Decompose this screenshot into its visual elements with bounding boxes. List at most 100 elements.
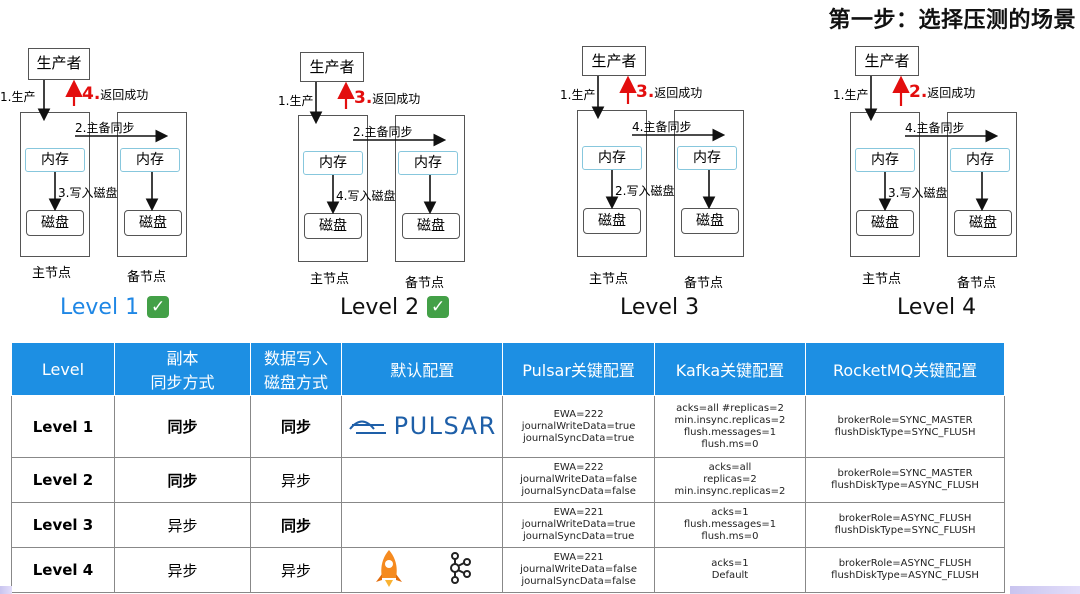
level-caption-3: Level 3 (620, 295, 699, 320)
config-line: brokerRole=ASYNC_FLUSH (838, 513, 972, 524)
flow-arrows (864, 75, 999, 212)
config-line: Default (711, 570, 749, 581)
cell-default-config (340, 502, 504, 548)
flow-arrows (591, 75, 726, 210)
return-text: 返回成功 (927, 86, 976, 100)
primary-memory-box: 内存 (25, 148, 85, 172)
return-text: 返回成功 (654, 86, 703, 100)
cell-disk-write: 异步 (250, 457, 342, 503)
backup-node-label: 备节点 (127, 270, 167, 285)
config-line: brokerRole=ASYNC_FLUSH (838, 558, 972, 569)
pulsar-wave-icon (348, 420, 386, 434)
return-success-label: 3.返回成功 (636, 82, 702, 102)
config-line: flushDiskType=ASYNC_FLUSH (831, 570, 979, 581)
return-step-number: 2. (909, 82, 928, 102)
cell-level: Level 1 (11, 395, 115, 458)
config-line: brokerRole=SYNC_MASTER (837, 414, 973, 426)
backup-disk-box: 磁盘 (954, 210, 1012, 236)
config-line: journalSyncData=false (521, 576, 636, 587)
level-caption-text: Level 2 (340, 295, 420, 320)
cell-replica-sync: 同步 (113, 457, 252, 503)
level-caption-text: Level 3 (620, 295, 700, 320)
config-line: journalSyncData=false (521, 486, 636, 497)
primary-memory-box: 内存 (855, 148, 915, 172)
check-icon: ✓ (147, 296, 170, 318)
config-line: flush.ms=0 (701, 438, 759, 450)
config-line: journalWriteData=false (520, 564, 638, 575)
return-step-number: 3. (354, 88, 373, 108)
write-disk-label: 4.写入磁盘 (336, 189, 396, 203)
config-line: flush.ms=0 (701, 531, 759, 542)
backup-disk-box: 磁盘 (124, 210, 182, 236)
config-line: journalWriteData=true (521, 519, 636, 530)
return-success-label: 4.返回成功 (82, 84, 148, 104)
config-line: replicas=2 (703, 474, 757, 485)
primary-disk-box: 磁盘 (304, 213, 362, 239)
config-line: journalSyncData=true (522, 432, 635, 444)
produce-label: 1.生产 (0, 90, 36, 104)
primary-memory-box: 内存 (582, 146, 642, 170)
primary-node-label: 主节点 (862, 272, 902, 287)
header-text: 副本 (166, 349, 199, 368)
write-disk-label: 2.写入磁盘 (615, 184, 675, 198)
sync-label: 2.主备同步 (75, 121, 135, 135)
config-line: min.insync.replicas=2 (674, 414, 786, 426)
header-rocketmq-config: RocketMQ关键配置 (805, 342, 1005, 396)
return-text: 返回成功 (372, 92, 421, 106)
header-level: Level (11, 342, 115, 396)
sync-label: 4.主备同步 (632, 120, 692, 134)
config-line: flush.messages=1 (683, 519, 777, 530)
header-text: 数据写入 (264, 349, 329, 368)
cell-replica-sync: 异步 (113, 502, 252, 548)
produce-label: 1.生产 (833, 88, 869, 102)
backup-disk-box: 磁盘 (402, 213, 460, 239)
header-text: 同步方式 (150, 373, 215, 392)
default-logos (372, 548, 472, 588)
decor-bar-right (1010, 586, 1080, 594)
sync-label: 2.主备同步 (353, 125, 413, 139)
return-text: 返回成功 (100, 88, 149, 102)
config-line: journalSyncData=true (522, 531, 635, 542)
cell-default-config (340, 547, 504, 593)
config-line: acks=1 (711, 507, 749, 518)
config-line: min.insync.replicas=2 (674, 486, 786, 497)
pulsar-logo-text: PULSAR (393, 412, 497, 440)
backup-memory-box: 内存 (950, 148, 1010, 172)
config-line: EWA=222 (553, 462, 604, 473)
header-default-config: 默认配置 (340, 342, 504, 396)
cell-default-config: PULSAR (340, 395, 504, 458)
flow-arrows (37, 79, 169, 212)
backup-node-label: 备节点 (957, 276, 997, 291)
backup-node-label: 备节点 (684, 276, 724, 291)
header-replica-sync: 副本同步方式 (113, 342, 252, 396)
level-caption-text: Level 4 (897, 295, 977, 320)
cell-level: Level 3 (11, 502, 115, 548)
pulsar-logo: PULSAR (348, 412, 497, 440)
producer-box: 生产者 (855, 46, 919, 76)
backup-disk-box: 磁盘 (681, 208, 739, 234)
primary-node-label: 主节点 (32, 266, 72, 281)
header-disk-write: 数据写入磁盘方式 (250, 342, 342, 396)
config-line: EWA=221 (553, 507, 604, 518)
backup-memory-box: 内存 (677, 146, 737, 170)
level-caption-text: Level 1 (60, 295, 140, 320)
producer-box: 生产者 (582, 46, 646, 76)
page-title: 第一步：选择压测的场景 (828, 8, 1076, 33)
config-line: flushDiskType=SYNC_FLUSH (834, 426, 976, 438)
producer-box: 生产者 (300, 52, 364, 82)
config-line: journalWriteData=true (521, 420, 636, 432)
sync-label: 4.主备同步 (905, 121, 965, 135)
primary-node-label: 主节点 (589, 272, 629, 287)
